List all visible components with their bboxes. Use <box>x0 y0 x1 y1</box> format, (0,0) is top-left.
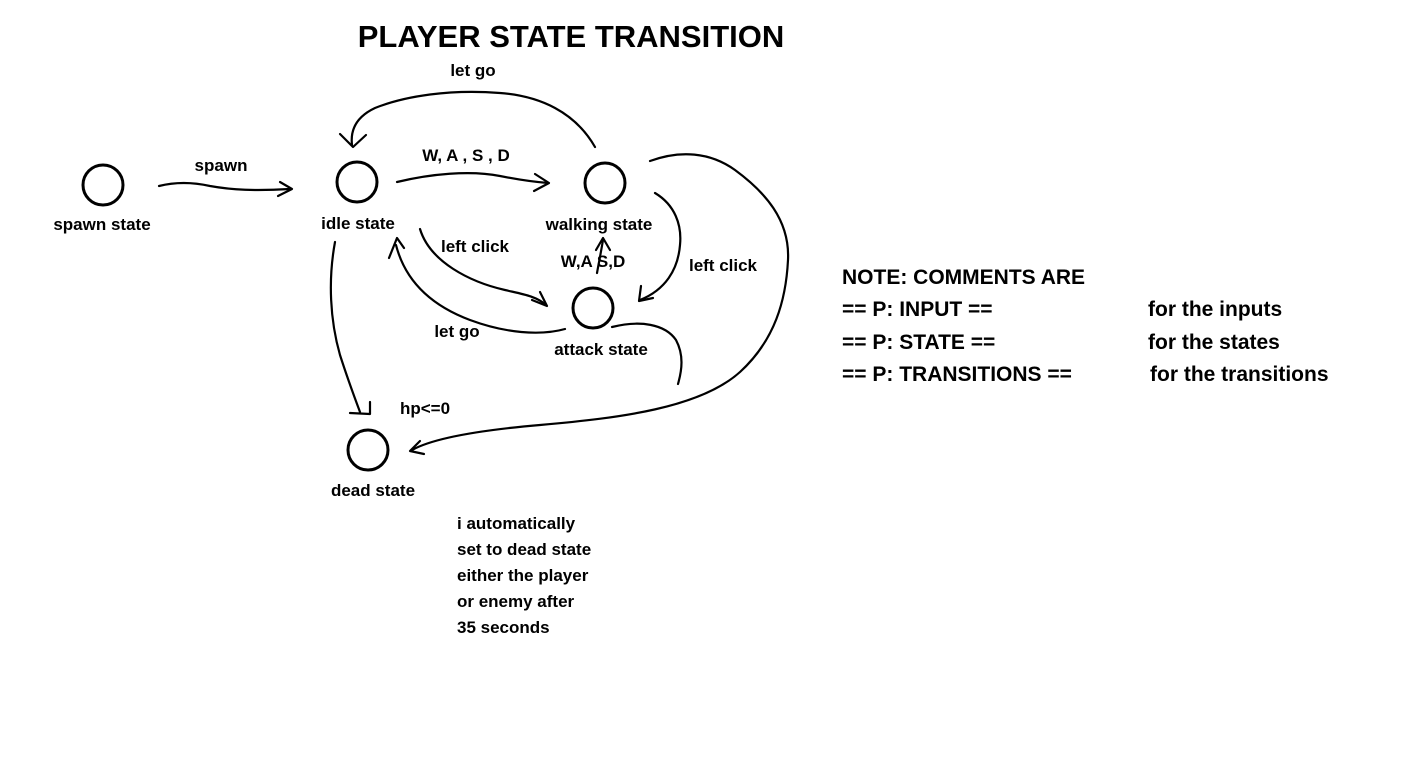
comments-legend: NOTE: COMMENTS ARE == P: INPUT == for th… <box>842 266 1329 386</box>
dead-note-line: either the player <box>457 566 589 585</box>
state-node-attack: attack state <box>554 286 648 359</box>
transition-arrow <box>350 90 597 149</box>
legend-value: for the transitions <box>1150 363 1329 386</box>
state-label-walking: walking state <box>545 215 653 234</box>
arrowhead <box>594 236 612 252</box>
state-label-attack: attack state <box>554 340 648 359</box>
state-circle-dead <box>346 428 390 472</box>
transition-arrow <box>410 153 790 452</box>
transition-walking-to-idle: let go <box>338 61 597 149</box>
state-circle-idle <box>335 160 379 204</box>
transition-arrow <box>610 322 683 386</box>
transition-walking-to-dead: hp<=0 <box>400 153 790 456</box>
state-circle-walking <box>583 161 627 205</box>
legend-value: for the inputs <box>1148 298 1282 321</box>
transition-spawn-to-idle: spawn <box>157 156 294 198</box>
transition-label: W,A S,D <box>561 252 626 271</box>
arrowhead <box>637 284 655 303</box>
transition-arrow <box>395 172 550 185</box>
legend-key: == P: TRANSITIONS == <box>842 363 1072 386</box>
arrowhead <box>348 400 372 416</box>
transition-idle-to-dead <box>329 240 372 416</box>
transition-attack-to-walking: W,A S,D <box>561 236 626 275</box>
state-node-walking: walking state <box>545 161 653 234</box>
state-node-idle: idle state <box>321 160 395 233</box>
dead-state-note: i automatically set to dead state either… <box>457 514 591 637</box>
transition-idle-to-attack: left click <box>418 227 549 308</box>
dead-note-line: set to dead state <box>457 540 591 559</box>
dead-note-line: 35 seconds <box>457 618 550 637</box>
transition-label: left click <box>689 256 758 275</box>
transition-label: let go <box>450 61 495 80</box>
transition-walking-to-attack: left click <box>637 191 758 303</box>
legend-value: for the states <box>1148 331 1280 354</box>
transition-label: W, A , S , D <box>422 146 510 165</box>
legend-key: == P: STATE == <box>842 331 995 354</box>
state-label-dead: dead state <box>331 481 415 500</box>
state-circle-spawn <box>81 163 125 207</box>
state-label-idle: idle state <box>321 214 395 233</box>
transition-attack-to-dead <box>610 322 683 386</box>
arrowhead <box>408 439 426 456</box>
transition-arrow <box>638 191 682 302</box>
transition-label: hp<=0 <box>400 399 450 418</box>
transition-idle-to-walking: W, A , S , D <box>395 146 551 193</box>
transition-arrow <box>157 181 292 192</box>
legend-heading: NOTE: COMMENTS ARE <box>842 266 1085 289</box>
transition-label: left click <box>441 237 510 256</box>
legend-key: == P: INPUT == <box>842 298 993 321</box>
dead-note-line: or enemy after <box>457 592 575 611</box>
transition-attack-to-idle: let go <box>387 236 567 341</box>
dead-note-line: i automatically <box>457 514 576 533</box>
transition-label: let go <box>434 322 479 341</box>
arrowhead <box>387 236 406 260</box>
state-circle-attack <box>571 286 615 330</box>
state-node-spawn: spawn state <box>53 163 151 234</box>
transition-arrow <box>394 243 567 334</box>
arrowhead <box>532 172 551 193</box>
arrowhead <box>276 180 294 198</box>
transition-arrow <box>418 227 548 307</box>
transition-arrow <box>595 238 605 275</box>
arrowhead <box>338 132 368 149</box>
arrowhead <box>530 290 549 308</box>
transition-arrow <box>329 240 362 414</box>
transition-label: spawn <box>195 156 248 175</box>
diagram-title: PLAYER STATE TRANSITION <box>358 19 785 54</box>
state-node-dead: dead state <box>331 428 415 500</box>
state-label-spawn: spawn state <box>53 215 150 234</box>
